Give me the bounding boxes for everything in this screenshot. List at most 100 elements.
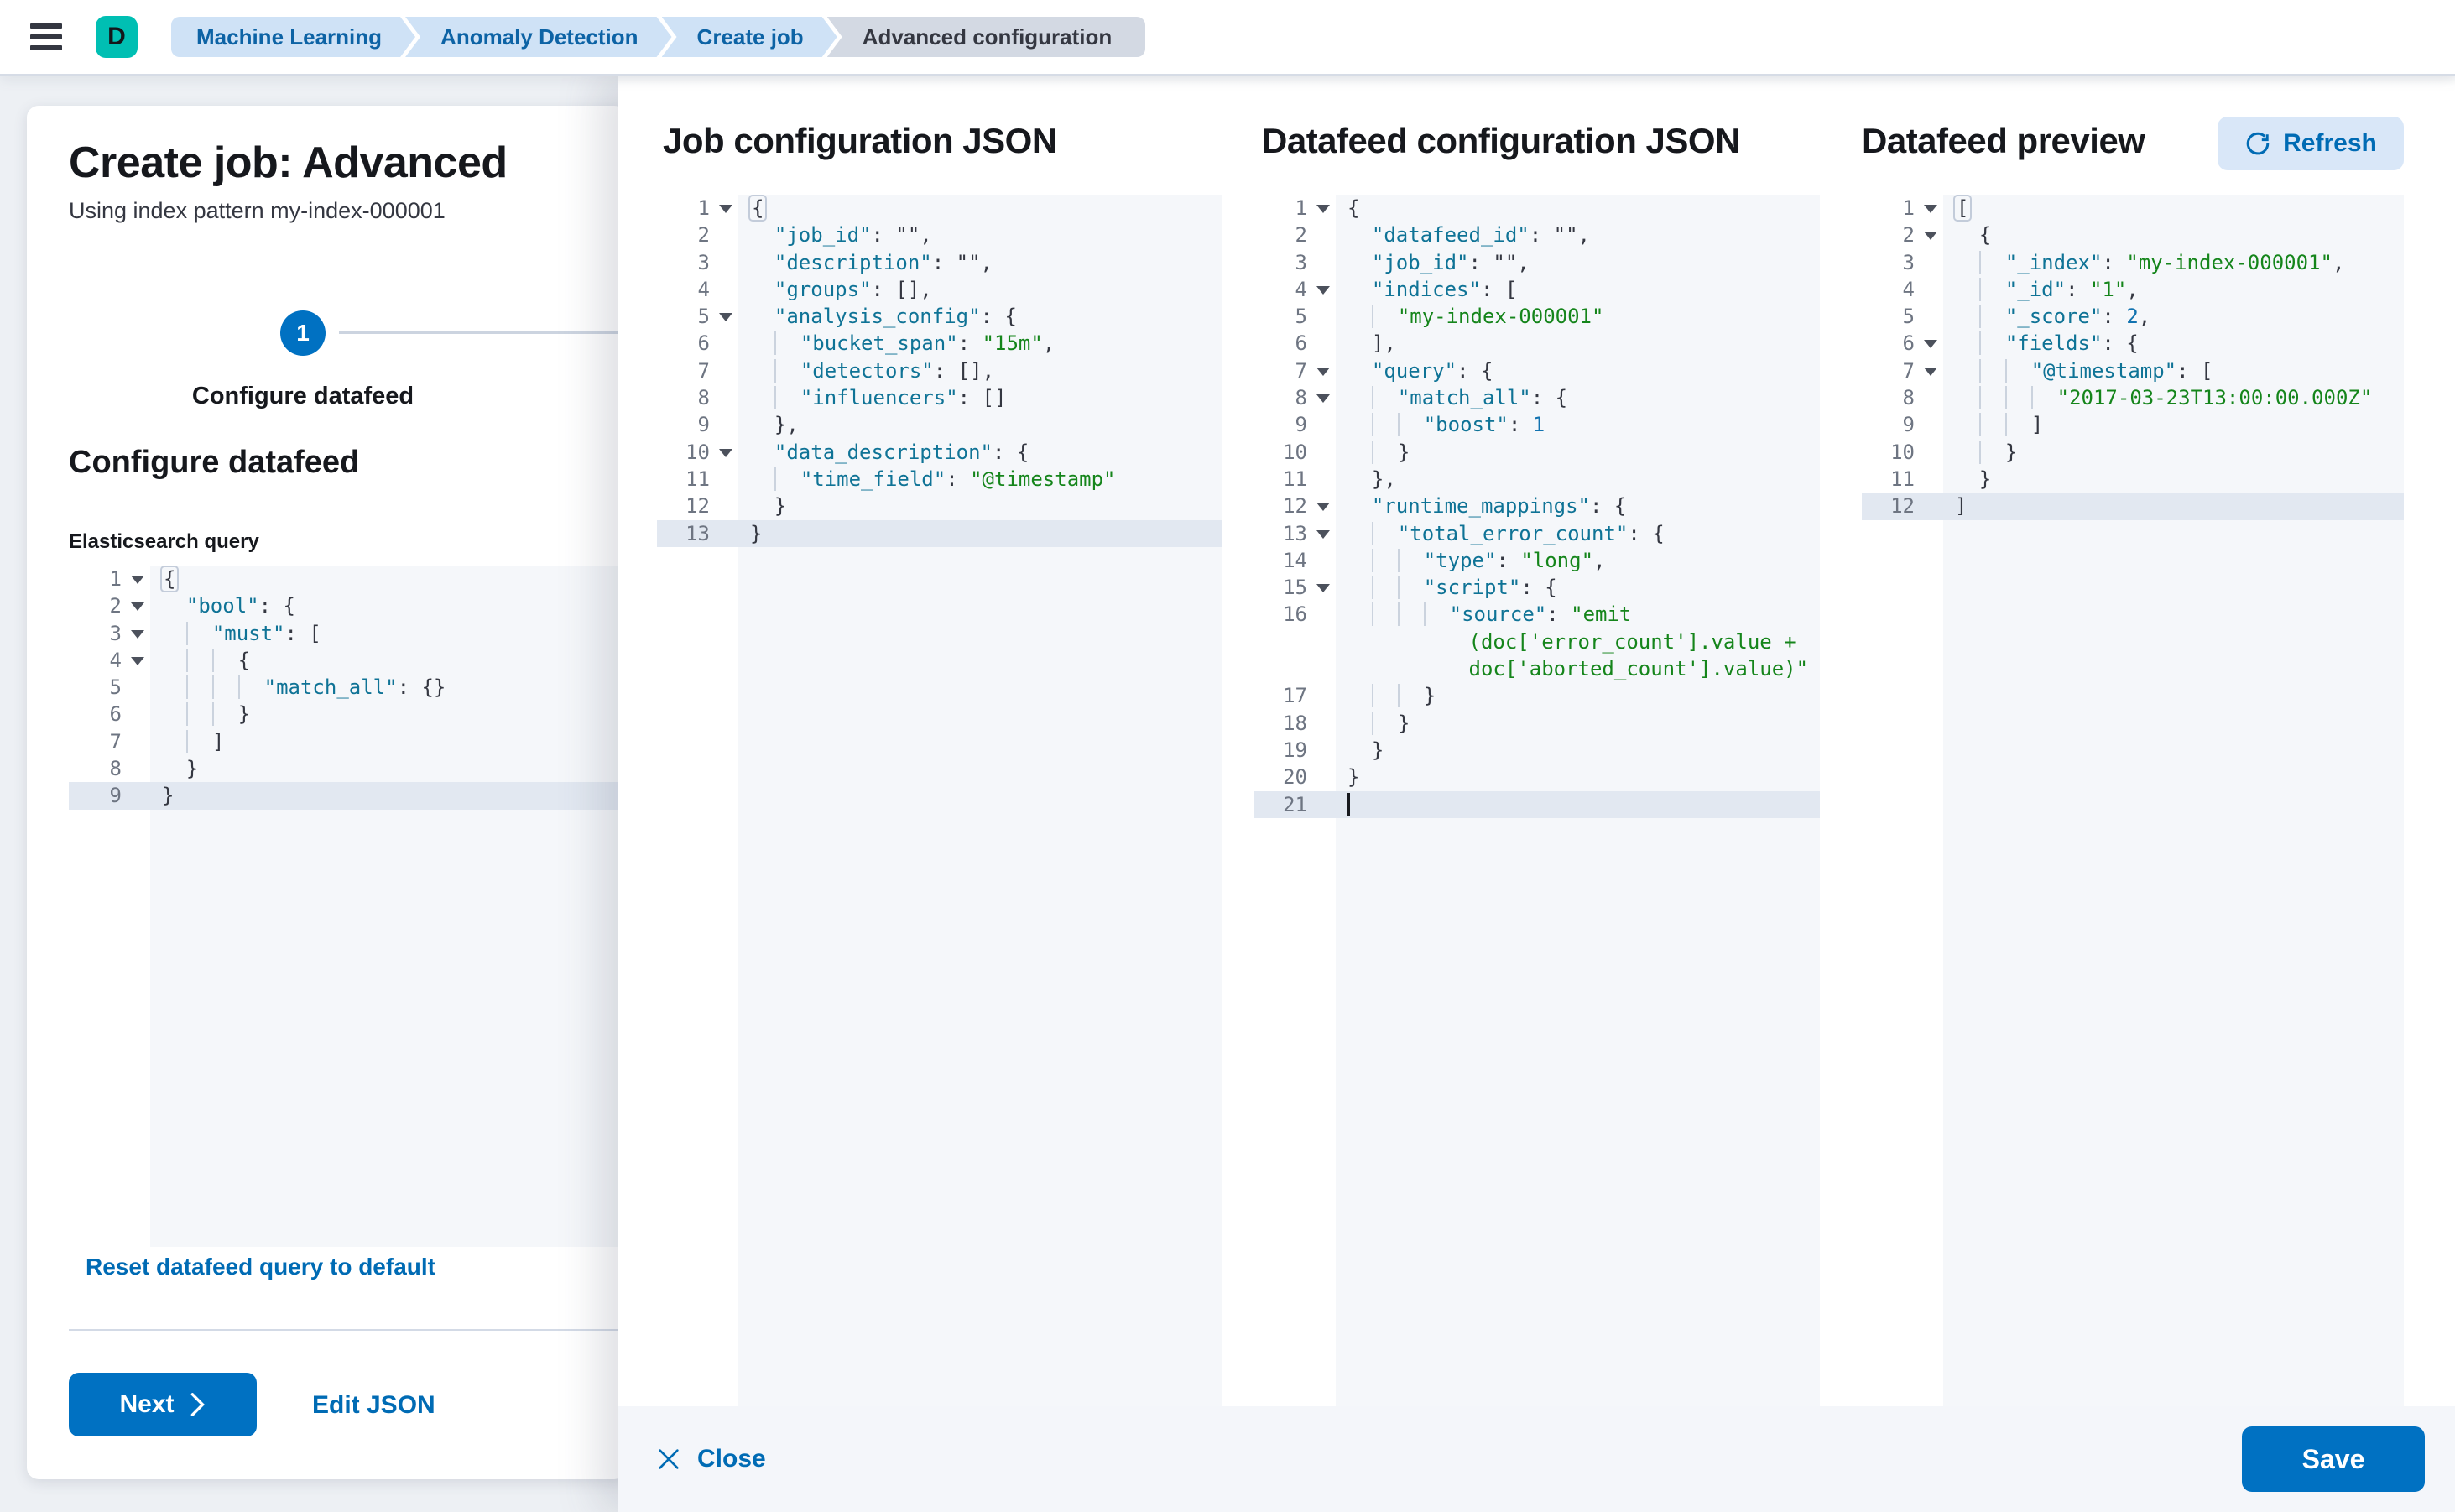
fold-arrow-icon[interactable]: [131, 657, 144, 665]
code-line: 6 }: [69, 701, 626, 727]
fold-arrow-icon[interactable]: [1316, 368, 1330, 376]
fold-arrow-icon[interactable]: [1316, 286, 1330, 295]
fold-arrow-icon[interactable]: [1924, 368, 1937, 376]
elasticsearch-query-editor[interactable]: 1{2 "bool": {3 "must": [4 {5 "match_all"…: [69, 566, 626, 1247]
code-line: 13}: [657, 520, 1222, 547]
menu-icon[interactable]: [30, 20, 64, 54]
text-cursor: [1347, 793, 1350, 816]
app-header: D Machine LearningAnomaly DetectionCreat…: [0, 0, 2455, 76]
elasticsearch-query-label: Elasticsearch query: [69, 530, 259, 554]
create-job-wizard-panel: Create job: Advanced Using index pattern…: [27, 106, 626, 1479]
editor-empty-area: [1862, 520, 2404, 1406]
editor-empty-area: [657, 547, 1222, 1406]
code-line: 7 ]: [69, 728, 626, 755]
breadcrumb: Machine LearningAnomaly DetectionCreate …: [171, 17, 1145, 57]
code-line: 12]: [1862, 493, 2404, 519]
next-button[interactable]: Next: [69, 1373, 257, 1436]
code-line: 19 }: [1254, 737, 1820, 764]
close-icon: [655, 1446, 682, 1473]
fold-arrow-icon[interactable]: [131, 602, 144, 611]
code-line: 4 "groups": [],: [657, 276, 1222, 303]
fold-arrow-icon[interactable]: [719, 205, 732, 213]
fold-arrow-icon[interactable]: [1316, 205, 1330, 213]
code-line: 6 "bucket_span": "15m",: [657, 330, 1222, 357]
step-1-indicator[interactable]: 1: [280, 310, 326, 356]
refresh-icon: [2244, 130, 2271, 157]
close-button[interactable]: Close: [655, 1432, 766, 1486]
page-subtitle: Using index pattern my-index-000001: [69, 198, 446, 224]
datafeed-preview-title: Datafeed preview: [1862, 121, 2145, 161]
fold-arrow-icon[interactable]: [1316, 530, 1330, 539]
code-line: 7 "query": {: [1254, 357, 1820, 384]
code-line: doc['aborted_count'].value)": [1254, 655, 1820, 682]
code-line: 20}: [1254, 764, 1820, 790]
divider: [69, 1329, 626, 1331]
flyout-footer: Close Save: [618, 1406, 2455, 1512]
code-line: 2 "datafeed_id": "",: [1254, 222, 1820, 248]
datafeed-config-json-editor[interactable]: 1{2 "datafeed_id": "",3 "job_id": "",4 "…: [1254, 195, 1820, 1406]
refresh-button-label: Refresh: [2283, 129, 2377, 158]
refresh-button[interactable]: Refresh: [2218, 117, 2404, 170]
code-line: 3 "must": [: [69, 620, 626, 647]
fold-arrow-icon[interactable]: [131, 630, 144, 639]
breadcrumb-item: Advanced configuration: [827, 17, 1146, 57]
code-line: 14 "type": "long",: [1254, 547, 1820, 574]
datafeed-preview-editor[interactable]: 1[2 {3 "_index": "my-index-000001",4 "_i…: [1862, 195, 2404, 1406]
code-line: 3 "job_id": "",: [1254, 249, 1820, 276]
breadcrumb-item[interactable]: Machine Learning: [171, 17, 415, 57]
code-line: 5 "_score": 2,: [1862, 303, 2404, 330]
fold-arrow-icon[interactable]: [1924, 340, 1937, 348]
code-line: 5 "my-index-000001": [1254, 303, 1820, 330]
fold-arrow-icon[interactable]: [1924, 232, 1937, 240]
code-line: 8 "2017-03-23T13:00:00.000Z": [1862, 384, 2404, 411]
code-line: 5 "analysis_config": {: [657, 303, 1222, 330]
code-line: 10 }: [1862, 439, 2404, 466]
code-line: 11 }: [1862, 466, 2404, 493]
next-button-label: Next: [119, 1390, 174, 1419]
code-line: 6 "fields": {: [1862, 330, 2404, 357]
flyout-top-shadow: [618, 76, 2455, 86]
fold-arrow-icon[interactable]: [719, 449, 732, 457]
code-line: 4 {: [69, 647, 626, 674]
code-line: 3 "_index": "my-index-000001",: [1862, 249, 2404, 276]
edit-json-flyout: Job configuration JSON Datafeed configur…: [618, 76, 2455, 1512]
space-avatar[interactable]: D: [96, 16, 138, 58]
reset-datafeed-query-button[interactable]: Reset datafeed query to default: [86, 1254, 435, 1280]
breadcrumb-item[interactable]: Anomaly Detection: [405, 17, 672, 57]
step-1-label: Configure datafeed: [135, 383, 471, 410]
code-line: 10 }: [1254, 439, 1820, 466]
breadcrumb-item[interactable]: Create job: [662, 17, 837, 57]
editor-empty-area: [1254, 818, 1820, 1406]
fold-arrow-icon[interactable]: [719, 313, 732, 321]
close-button-label: Close: [697, 1445, 766, 1473]
code-line: 2 "bool": {: [69, 592, 626, 619]
code-line: 9}: [69, 782, 626, 809]
fold-arrow-icon[interactable]: [131, 576, 144, 584]
job-config-json-editor[interactable]: 1{2 "job_id": "",3 "description": "",4 "…: [657, 195, 1222, 1406]
code-line: 8 "match_all": {: [1254, 384, 1820, 411]
code-line: 1{: [657, 195, 1222, 222]
code-line: 8 }: [69, 755, 626, 782]
code-line: 1[: [1862, 195, 2404, 222]
code-line: 15 "script": {: [1254, 574, 1820, 601]
datafeed-config-title: Datafeed configuration JSON: [1262, 121, 1740, 161]
code-line: 9 "boost": 1: [1254, 411, 1820, 438]
code-line: 9 ]: [1862, 411, 2404, 438]
code-line: 10 "data_description": {: [657, 439, 1222, 466]
code-line: 11 "time_field": "@timestamp": [657, 466, 1222, 493]
fold-arrow-icon[interactable]: [1316, 584, 1330, 592]
code-line: 17 }: [1254, 682, 1820, 709]
job-config-title: Job configuration JSON: [663, 121, 1057, 161]
code-line: 7 "@timestamp": [: [1862, 357, 2404, 384]
save-button[interactable]: Save: [2242, 1426, 2425, 1492]
code-line: 5 "match_all": {}: [69, 674, 626, 701]
code-line: 16 "source": "emit: [1254, 601, 1820, 628]
edit-json-button[interactable]: Edit JSON: [312, 1391, 435, 1420]
fold-arrow-icon[interactable]: [1316, 394, 1330, 403]
fold-arrow-icon[interactable]: [1924, 205, 1937, 213]
code-line: 2 {: [1862, 222, 2404, 248]
code-line: 9 },: [657, 411, 1222, 438]
code-line: 11 },: [1254, 466, 1820, 493]
fold-arrow-icon[interactable]: [1316, 503, 1330, 511]
code-line: 1{: [1254, 195, 1820, 222]
